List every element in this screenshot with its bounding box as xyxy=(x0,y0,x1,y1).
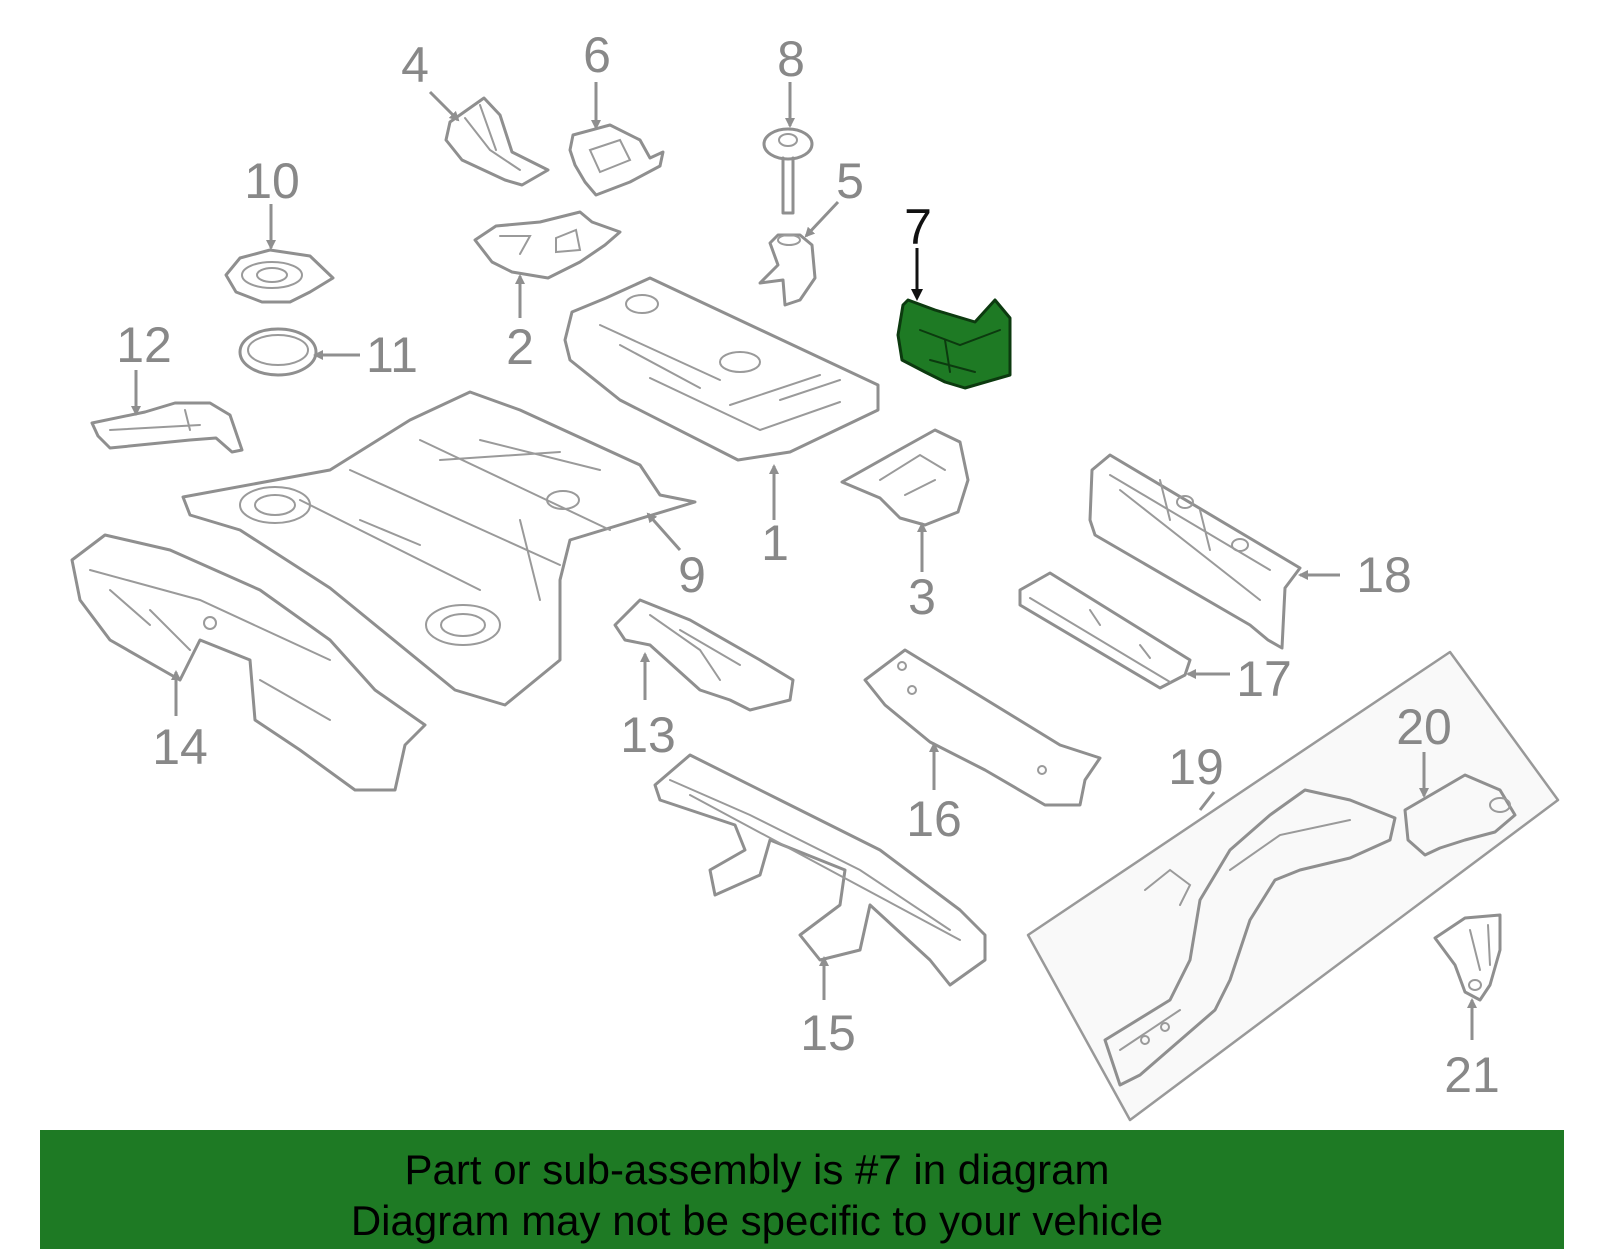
callout-20: 20 xyxy=(1396,699,1452,755)
callout-14: 14 xyxy=(152,719,208,775)
part-18-rear-panel xyxy=(1088,453,1302,650)
part-3-bracket xyxy=(840,428,970,527)
part-9-floor-pan xyxy=(181,390,697,707)
caption-banner: Part or sub-assembly is #7 in diagram Di… xyxy=(40,1130,1564,1249)
callout-16: 16 xyxy=(906,791,962,847)
part-10-seat xyxy=(224,248,335,304)
part-6-bracket xyxy=(568,123,665,197)
callout-2: 2 xyxy=(506,319,534,375)
part-20-bracket xyxy=(1403,773,1517,857)
part-13-bracket xyxy=(613,598,795,712)
part-7-bracket-highlighted xyxy=(896,298,1012,390)
leader-lines xyxy=(131,82,1477,1040)
callout-19: 19 xyxy=(1168,739,1224,795)
callout-18: 18 xyxy=(1356,547,1412,603)
part-14-rail xyxy=(70,533,427,792)
callout-6: 6 xyxy=(583,27,611,83)
callout-7: 7 xyxy=(904,199,932,255)
callout-12: 12 xyxy=(116,317,172,373)
part-16-panel xyxy=(863,648,1102,807)
part-4-bracket xyxy=(444,96,550,187)
callout-1: 1 xyxy=(761,515,789,571)
part-21-bracket xyxy=(1433,913,1502,1002)
callout-11: 11 xyxy=(366,327,418,383)
callout-17: 17 xyxy=(1236,651,1292,707)
part-8-bolt xyxy=(762,127,814,215)
callout-10: 10 xyxy=(244,153,300,209)
part-5-mount xyxy=(758,233,817,307)
part-11-ring xyxy=(238,327,318,377)
part-17-crossmember xyxy=(1018,571,1192,690)
callout-numbers: 4 6 8 5 7 10 2 12 11 1 9 3 18 17 13 14 2… xyxy=(116,27,1500,1103)
part-1-floor-panel xyxy=(563,276,880,462)
callout-5: 5 xyxy=(836,153,864,209)
caption-line-2: Diagram may not be specific to your vehi… xyxy=(350,1197,1164,1244)
part-12-bracket xyxy=(90,401,244,454)
callout-3: 3 xyxy=(908,569,936,625)
part-19-rail xyxy=(1103,788,1397,1087)
caption-line-1: Part or sub-assembly is #7 in diagram xyxy=(404,1146,1110,1193)
callout-4: 4 xyxy=(401,37,429,93)
callout-21: 21 xyxy=(1444,1047,1500,1103)
callout-15: 15 xyxy=(800,1005,856,1061)
callout-8: 8 xyxy=(777,31,805,87)
callout-9: 9 xyxy=(678,547,706,603)
part-2-panel xyxy=(473,210,622,280)
callout-13: 13 xyxy=(620,707,676,763)
